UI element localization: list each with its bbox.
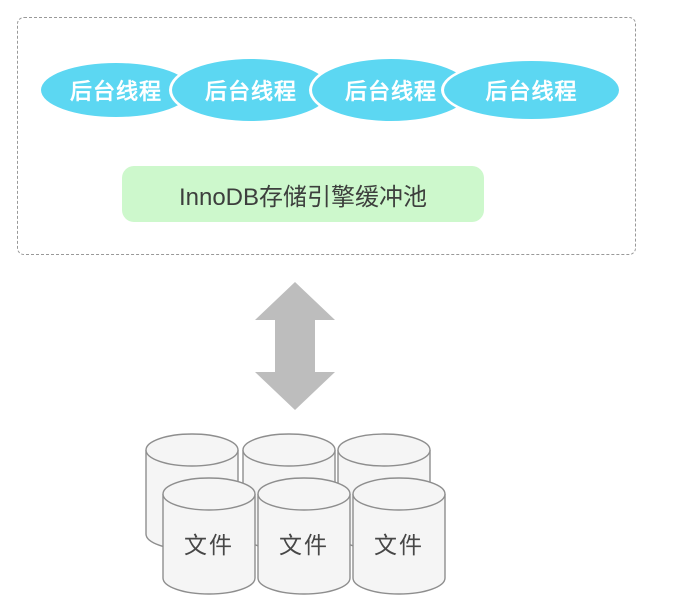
database-cylinder-icon — [162, 477, 256, 595]
cylinder-body — [162, 494, 256, 595]
database-cylinder-icon — [352, 477, 446, 595]
double-arrow-shape — [255, 282, 335, 410]
file-cylinder-front-1: 文件 — [162, 477, 256, 595]
cylinder-top — [145, 433, 239, 467]
file-label: 文件 — [374, 532, 424, 558]
background-thread-label: 后台线程 — [485, 79, 578, 104]
cylinder-body — [257, 494, 351, 595]
cylinder-top — [242, 433, 336, 467]
double-arrow-icon — [255, 282, 335, 410]
background-thread-label: 后台线程 — [344, 79, 437, 104]
background-thread-label: 后台线程 — [69, 79, 162, 104]
buffer-pool-label: InnoDB存储引擎缓冲池 — [178, 183, 428, 211]
background-thread-ellipse-1: 后台线程 — [38, 60, 194, 120]
database-cylinder-icon — [257, 477, 351, 595]
file-label: 文件 — [279, 532, 329, 558]
cylinder-top — [162, 477, 256, 511]
file-cylinder-front-2: 文件 — [257, 477, 351, 595]
file-label: 文件 — [184, 532, 234, 558]
file-cylinder-front-3: 文件 — [352, 477, 446, 595]
buffer-pool-box: InnoDB存储引擎缓冲池 — [122, 166, 484, 222]
cylinder-top — [352, 477, 446, 511]
cylinder-top — [257, 477, 351, 511]
background-thread-ellipse-2: 后台线程 — [169, 56, 333, 124]
background-thread-label: 后台线程 — [204, 79, 297, 104]
background-thread-ellipse-4: 后台线程 — [441, 58, 622, 122]
cylinder-body — [352, 494, 446, 595]
cylinder-top — [337, 433, 431, 467]
